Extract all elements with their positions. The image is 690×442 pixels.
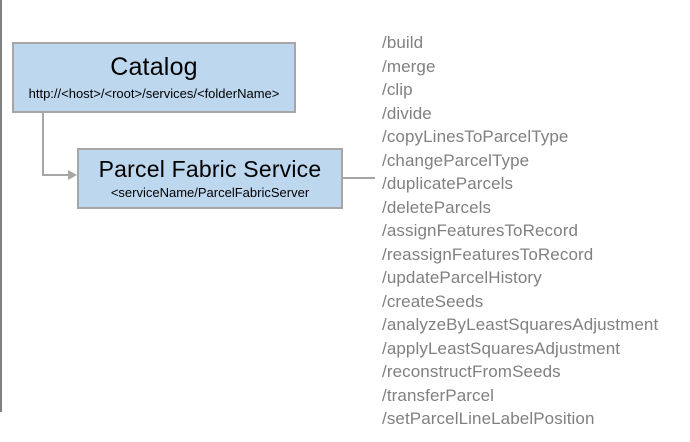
operation-item[interactable]: /updateParcelHistory (382, 268, 542, 287)
operation-item[interactable]: /merge (382, 56, 436, 76)
operation-item[interactable]: /createSeeds (382, 291, 484, 311)
operation-item[interactable]: /setParcelLineLabelPosition (382, 409, 595, 428)
parcel-fabric-service-node-title: Parcel Fabric Service (98, 156, 322, 182)
catalog-node-title: Catalog (110, 53, 198, 81)
operation-item[interactable]: /applyLeastSquaresAdjustment (382, 338, 621, 358)
connector-to-operations (343, 177, 375, 179)
operation-item[interactable]: /duplicateParcels (382, 174, 514, 193)
operation-item[interactable]: /divide (382, 103, 432, 123)
catalog-node: Catalog http://<host>/<root>/services/<f… (12, 42, 296, 113)
operation-item[interactable]: /clip (382, 80, 413, 99)
operation-item[interactable]: /reassignFeaturesToRecord (382, 244, 594, 264)
operation-item[interactable]: /reconstructFromSeeds (382, 362, 561, 381)
connector-vertical-segment (42, 113, 44, 175)
operations-list: /build/merge/clip/divide/copyLinesToParc… (382, 31, 682, 431)
operation-item[interactable]: /assignFeaturesToRecord (382, 221, 579, 240)
catalog-node-subtitle: http://<host>/<root>/services/<folderNam… (28, 86, 280, 101)
operation-item[interactable]: /build (382, 33, 424, 52)
operation-item[interactable]: /deleteParcels (382, 197, 492, 217)
connector-horizontal-segment (42, 174, 70, 176)
operations-divider (0, 0, 2, 412)
arrowhead-icon (68, 170, 77, 180)
operation-item[interactable]: /transferParcel (382, 385, 495, 405)
operation-item[interactable]: /copyLinesToParcelType (382, 127, 569, 146)
parcel-fabric-service-node: Parcel Fabric Service <serviceName/Parce… (77, 148, 343, 209)
parcel-fabric-service-node-subtitle: <serviceName/ParcelFabricServer (110, 185, 310, 200)
operation-item[interactable]: /analyzeByLeastSquaresAdjustment (382, 315, 659, 334)
operation-item[interactable]: /changeParcelType (382, 150, 530, 170)
